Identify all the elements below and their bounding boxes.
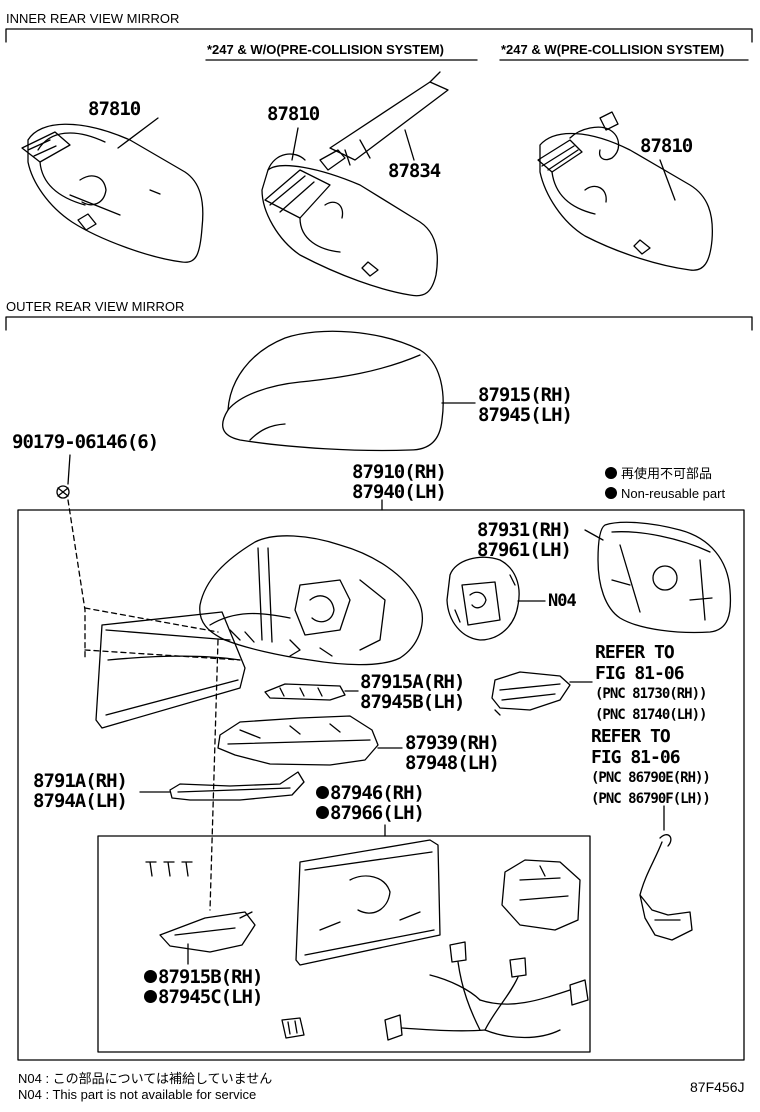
components-inner-frame bbox=[97, 835, 591, 1053]
legend-jp: 再使用不可部品 bbox=[605, 464, 725, 484]
part-outer-mirror-assy: 87910(RH) 87940(LH) bbox=[352, 461, 447, 503]
ref-lamp-pnc-rh: (PNC 81730(RH)) bbox=[595, 686, 707, 702]
part-mirror-cover: 87915(RH) 87945(LH) bbox=[478, 384, 573, 426]
bracket-87915b-drawing bbox=[159, 911, 256, 953]
legend-en: Non-reusable part bbox=[605, 484, 725, 504]
ref-camera-pnc-rh: (PNC 86790E(RH)) bbox=[591, 770, 711, 786]
inner-mirror-1-drawing bbox=[21, 123, 204, 263]
part-bracket: 87915B(RH) 87945C(LH) bbox=[144, 966, 263, 1008]
inner-mirror-3-drawing bbox=[537, 111, 714, 271]
part-87939-rh[interactable]: 87939(RH) bbox=[405, 732, 500, 754]
actuator-motor-drawing bbox=[501, 859, 581, 931]
part-87931-rh[interactable]: 87931(RH) bbox=[477, 519, 572, 541]
small-cover-87915a-drawing bbox=[264, 683, 346, 701]
actuator-n04-drawing bbox=[446, 556, 520, 641]
turn-signal-lamp-drawing bbox=[491, 671, 571, 716]
footnote-jp: N04 : この部品については補給していません bbox=[18, 1071, 273, 1086]
non-reusable-dot-icon bbox=[316, 806, 329, 819]
camera-sensor-drawing bbox=[639, 834, 693, 941]
part-mirror-holder: 87946(RH) 87966(LH) bbox=[316, 782, 425, 824]
part-mirror-glass: 87931(RH) 87961(LH) bbox=[477, 519, 572, 561]
part-87946-rh[interactable]: 87946(RH) bbox=[316, 782, 425, 804]
part-87966-lh[interactable]: 87966(LH) bbox=[316, 802, 425, 824]
part-87945c-lh-text: 87945C(LH) bbox=[158, 986, 263, 1008]
part-87834[interactable]: 87834 bbox=[388, 160, 441, 182]
condition-with-pcs: *247 & W(PRE-COLLISION SYSTEM) bbox=[501, 42, 725, 57]
mirror-glass-87931-drawing bbox=[597, 521, 732, 634]
part-87966-lh-text: 87966(LH) bbox=[330, 802, 425, 824]
non-reusable-dot-icon bbox=[316, 786, 329, 799]
part-87915-rh[interactable]: 87915(RH) bbox=[478, 384, 573, 406]
ref-lamp-line2[interactable]: FIG 81-06 bbox=[595, 663, 685, 684]
section-title-outer: OUTER REAR VIEW MIRROR bbox=[6, 299, 185, 314]
legend-jp-text: 再使用不可部品 bbox=[621, 466, 713, 481]
footnote-en: N04 : This part is not available for ser… bbox=[18, 1087, 257, 1102]
leader-87810-b bbox=[291, 127, 299, 161]
reference-camera: REFER TO FIG 81-06 (PNC 86790E(RH)) (PNC… bbox=[591, 726, 711, 810]
wire-harness-drawing bbox=[384, 941, 589, 1041]
ref-camera-pnc-lh: (PNC 86790F(LH)) bbox=[591, 791, 711, 807]
part-8791a-rh[interactable]: 8791A(RH) bbox=[33, 770, 128, 792]
leader-bolt bbox=[67, 454, 71, 485]
part-87946-rh-text: 87946(RH) bbox=[330, 782, 425, 804]
part-n04[interactable]: N04 bbox=[548, 591, 577, 611]
part-87910-rh[interactable]: 87910(RH) bbox=[352, 461, 447, 483]
section-title-inner: INNER REAR VIEW MIRROR bbox=[6, 11, 180, 26]
part-lower-cover: 87939(RH) 87948(LH) bbox=[405, 732, 500, 774]
outer-section-bracket bbox=[5, 316, 753, 331]
inner-mirror-2-drawing bbox=[261, 71, 449, 297]
mirror-body-drawing bbox=[199, 535, 423, 666]
bolt-drawing bbox=[56, 485, 70, 499]
legend-en-text: Non-reusable part bbox=[621, 486, 726, 501]
small-connector-drawing bbox=[281, 1017, 305, 1039]
part-87810-inner-2[interactable]: 87810 bbox=[267, 103, 320, 125]
dashed-bolt-line bbox=[67, 499, 86, 661]
leader-87834 bbox=[404, 129, 415, 161]
garnish-strip-8791a-drawing bbox=[169, 771, 305, 801]
part-8794a-lh[interactable]: 8794A(LH) bbox=[33, 790, 128, 812]
non-reusable-dot-icon bbox=[144, 990, 157, 1003]
non-reusable-dot-icon bbox=[144, 970, 157, 983]
mirror-holder-drawing bbox=[295, 839, 441, 966]
leader-87931 bbox=[584, 529, 604, 541]
non-reusable-dot-icon bbox=[605, 487, 617, 499]
non-reusable-dot-icon bbox=[605, 467, 617, 479]
part-87940-lh[interactable]: 87940(LH) bbox=[352, 481, 447, 503]
part-87810-inner-1[interactable]: 87810 bbox=[88, 98, 141, 120]
part-87945c-lh[interactable]: 87945C(LH) bbox=[144, 986, 263, 1008]
figure-id: 87F456J bbox=[690, 1079, 745, 1095]
part-87915a-rh[interactable]: 87915A(RH) bbox=[360, 671, 465, 693]
leader-87810-c bbox=[659, 159, 676, 201]
assembly-frame bbox=[17, 509, 745, 1061]
leader-87810-a bbox=[117, 117, 159, 149]
part-90179-bolt[interactable]: 90179-06146(6) bbox=[12, 431, 159, 453]
part-87945b-lh[interactable]: 87945B(LH) bbox=[360, 691, 465, 713]
footnotes: N04 : この部品については補給していません N04 : This part … bbox=[18, 1071, 272, 1103]
part-87948-lh[interactable]: 87948(LH) bbox=[405, 752, 500, 774]
part-87945-lh[interactable]: 87945(LH) bbox=[478, 404, 573, 426]
reference-lamp: REFER TO FIG 81-06 (PNC 81730(RH)) (PNC … bbox=[595, 642, 707, 726]
mirror-cover-drawing bbox=[222, 330, 444, 452]
ref-lamp-pnc-lh: (PNC 81740(LH)) bbox=[595, 707, 707, 723]
ref-camera-line1[interactable]: REFER TO bbox=[591, 726, 671, 747]
part-small-cover: 87915A(RH) 87945B(LH) bbox=[360, 671, 465, 713]
mirror-glass-plate-drawing bbox=[95, 611, 246, 729]
inner-section-bracket bbox=[5, 28, 753, 43]
part-87915b-rh[interactable]: 87915B(RH) bbox=[144, 966, 263, 988]
part-87915b-rh-text: 87915B(RH) bbox=[158, 966, 263, 988]
condition-without-pcs: *247 & W/O(PRE-COLLISION SYSTEM) bbox=[207, 42, 444, 57]
part-87810-inner-3[interactable]: 87810 bbox=[640, 135, 693, 157]
lower-cover-87939-drawing bbox=[217, 715, 379, 766]
ref-camera-line2[interactable]: FIG 81-06 bbox=[591, 747, 681, 768]
legend: 再使用不可部品 Non-reusable part bbox=[605, 464, 725, 504]
part-garnish: 8791A(RH) 8794A(LH) bbox=[33, 770, 128, 812]
screws-drawing bbox=[145, 861, 193, 877]
part-87961-lh[interactable]: 87961(LH) bbox=[477, 539, 572, 561]
ref-lamp-line1[interactable]: REFER TO bbox=[595, 642, 675, 663]
